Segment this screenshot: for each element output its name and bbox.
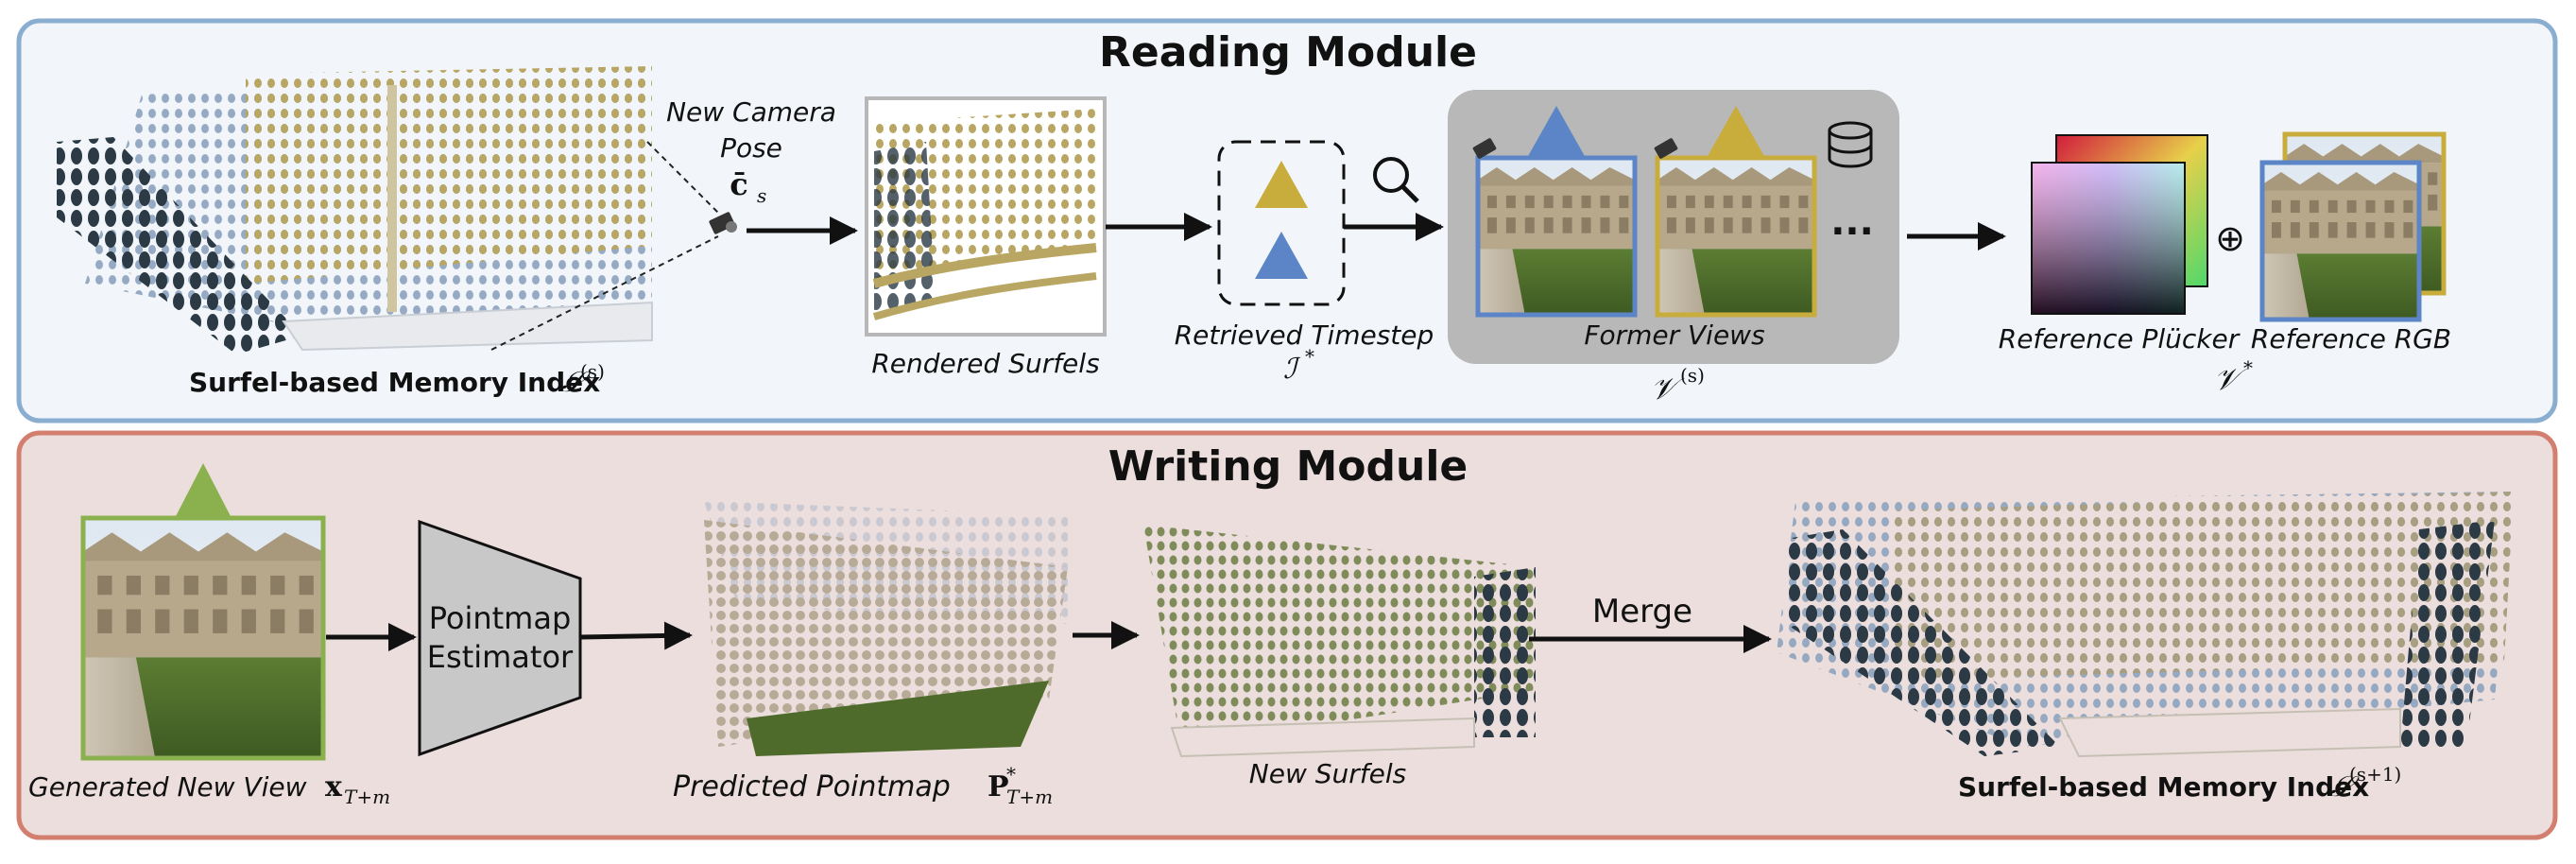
arrow-estimator-to-pointmap — [579, 621, 693, 650]
retrieved-timestep-box — [1217, 140, 1346, 306]
pointmap-estimator — [418, 519, 582, 757]
estimator-line2: Estimator — [427, 639, 574, 675]
memory-index-sup: (s) — [580, 360, 605, 383]
generated-view-label: Generated New View — [28, 771, 307, 803]
former-views-ellipsis: ··· — [1830, 210, 1874, 253]
updated-memory-index-cloud — [1777, 492, 2514, 758]
predicted-pointmap-sup: * — [1006, 763, 1016, 786]
former-view-blue — [1472, 106, 1638, 318]
new-surfels-label: New Surfels — [1249, 758, 1406, 789]
writing-module-title: Writing Module — [1108, 442, 1468, 491]
predicted-pointmap-symbol: P — [987, 770, 1009, 804]
reference-rgb-label: Reference RGB — [2251, 323, 2451, 354]
oplus-symbol: ⊕ — [2215, 217, 2245, 259]
rendered-surfels-image — [865, 96, 1107, 337]
memory-index-label: Surfel-based Memory Index — [189, 367, 600, 398]
generated-view-sub: T+m — [344, 786, 390, 808]
camera-icon-view1 — [1472, 138, 1497, 159]
former-views-label: Former Views — [1584, 320, 1764, 351]
former-view-gold — [1654, 106, 1817, 318]
updated-memory-index-sup: (s+1) — [2349, 763, 2401, 786]
search-icon — [1373, 157, 1419, 203]
predicted-pointmap-cloud — [704, 501, 1068, 756]
former-views-sup: (s) — [1680, 364, 1705, 387]
merge-label: Merge — [1592, 593, 1692, 631]
generated-view-symbol: x — [325, 770, 343, 804]
memory-index-cloud — [57, 66, 653, 354]
reference-rgb-image — [2259, 131, 2447, 322]
rendered-surfels-label: Rendered Surfels — [871, 348, 1099, 379]
frustum-line-top — [646, 141, 719, 214]
reference-plucker-image — [2031, 134, 2208, 315]
database-icon — [1828, 121, 1873, 168]
predicted-pointmap-sub: T+m — [1006, 786, 1053, 808]
updated-memory-index-label: Surfel-based Memory Index — [1958, 771, 2369, 803]
triangle-gold — [1255, 161, 1308, 208]
reference-plucker-label: Reference Plücker — [1999, 323, 2241, 354]
retrieved-timestep-sup: * — [1305, 345, 1314, 368]
generated-view-image — [80, 463, 326, 761]
triangle-blue-view — [1527, 106, 1586, 158]
estimator-line1: Pointmap — [429, 600, 572, 636]
triangle-green — [175, 463, 232, 518]
camera-pose-line1: New Camera — [666, 96, 836, 128]
reading-module-title: Reading Module — [1099, 28, 1477, 77]
frustum-line-bottom — [490, 235, 719, 351]
new-surfels-cloud — [1143, 525, 1536, 758]
triangle-blue — [1255, 232, 1308, 279]
camera-icon — [709, 212, 737, 234]
camera-pose-sub: s — [757, 184, 766, 207]
triangle-gold-view — [1707, 106, 1765, 158]
reference-set-sup: * — [2243, 356, 2253, 379]
camera-pose-symbol: c̄ — [730, 166, 747, 202]
retrieved-timestep-label: Retrieved Timestep — [1175, 320, 1434, 351]
camera-icon-view2 — [1654, 138, 1678, 159]
camera-pose-line2: Pose — [720, 132, 782, 164]
predicted-pointmap-label: Predicted Pointmap — [673, 770, 951, 804]
